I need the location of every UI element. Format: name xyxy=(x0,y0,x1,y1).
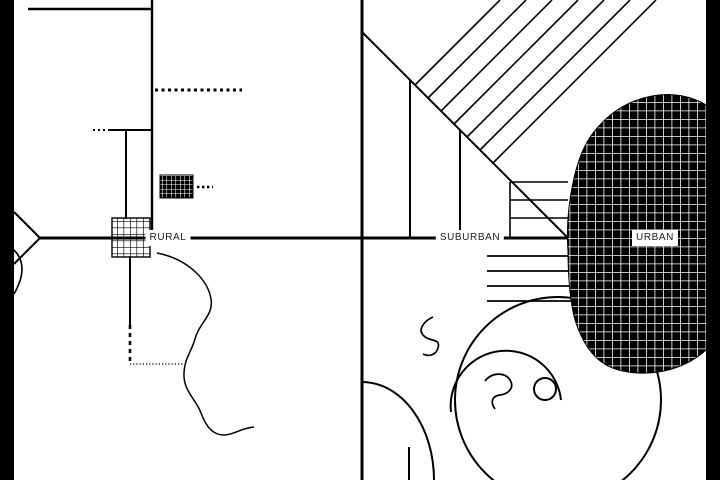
river xyxy=(156,252,255,436)
left-border-bar xyxy=(0,0,14,480)
urban-side-streets xyxy=(487,255,580,302)
suburban-streets xyxy=(409,80,461,238)
triangle-block xyxy=(509,181,568,238)
diagonal-road xyxy=(361,31,570,240)
region-label-urban: URBAN xyxy=(631,230,679,246)
suburban-curves xyxy=(361,296,662,480)
region-label-suburban: SUBURBAN xyxy=(435,230,505,246)
region-label-rural: RURAL xyxy=(145,230,191,246)
rural-block xyxy=(159,174,213,199)
right-border-bar xyxy=(706,0,720,480)
rural-roads xyxy=(13,0,242,365)
rural-grid-hamlet xyxy=(111,217,151,258)
diagonal-hatch-band xyxy=(414,0,657,164)
